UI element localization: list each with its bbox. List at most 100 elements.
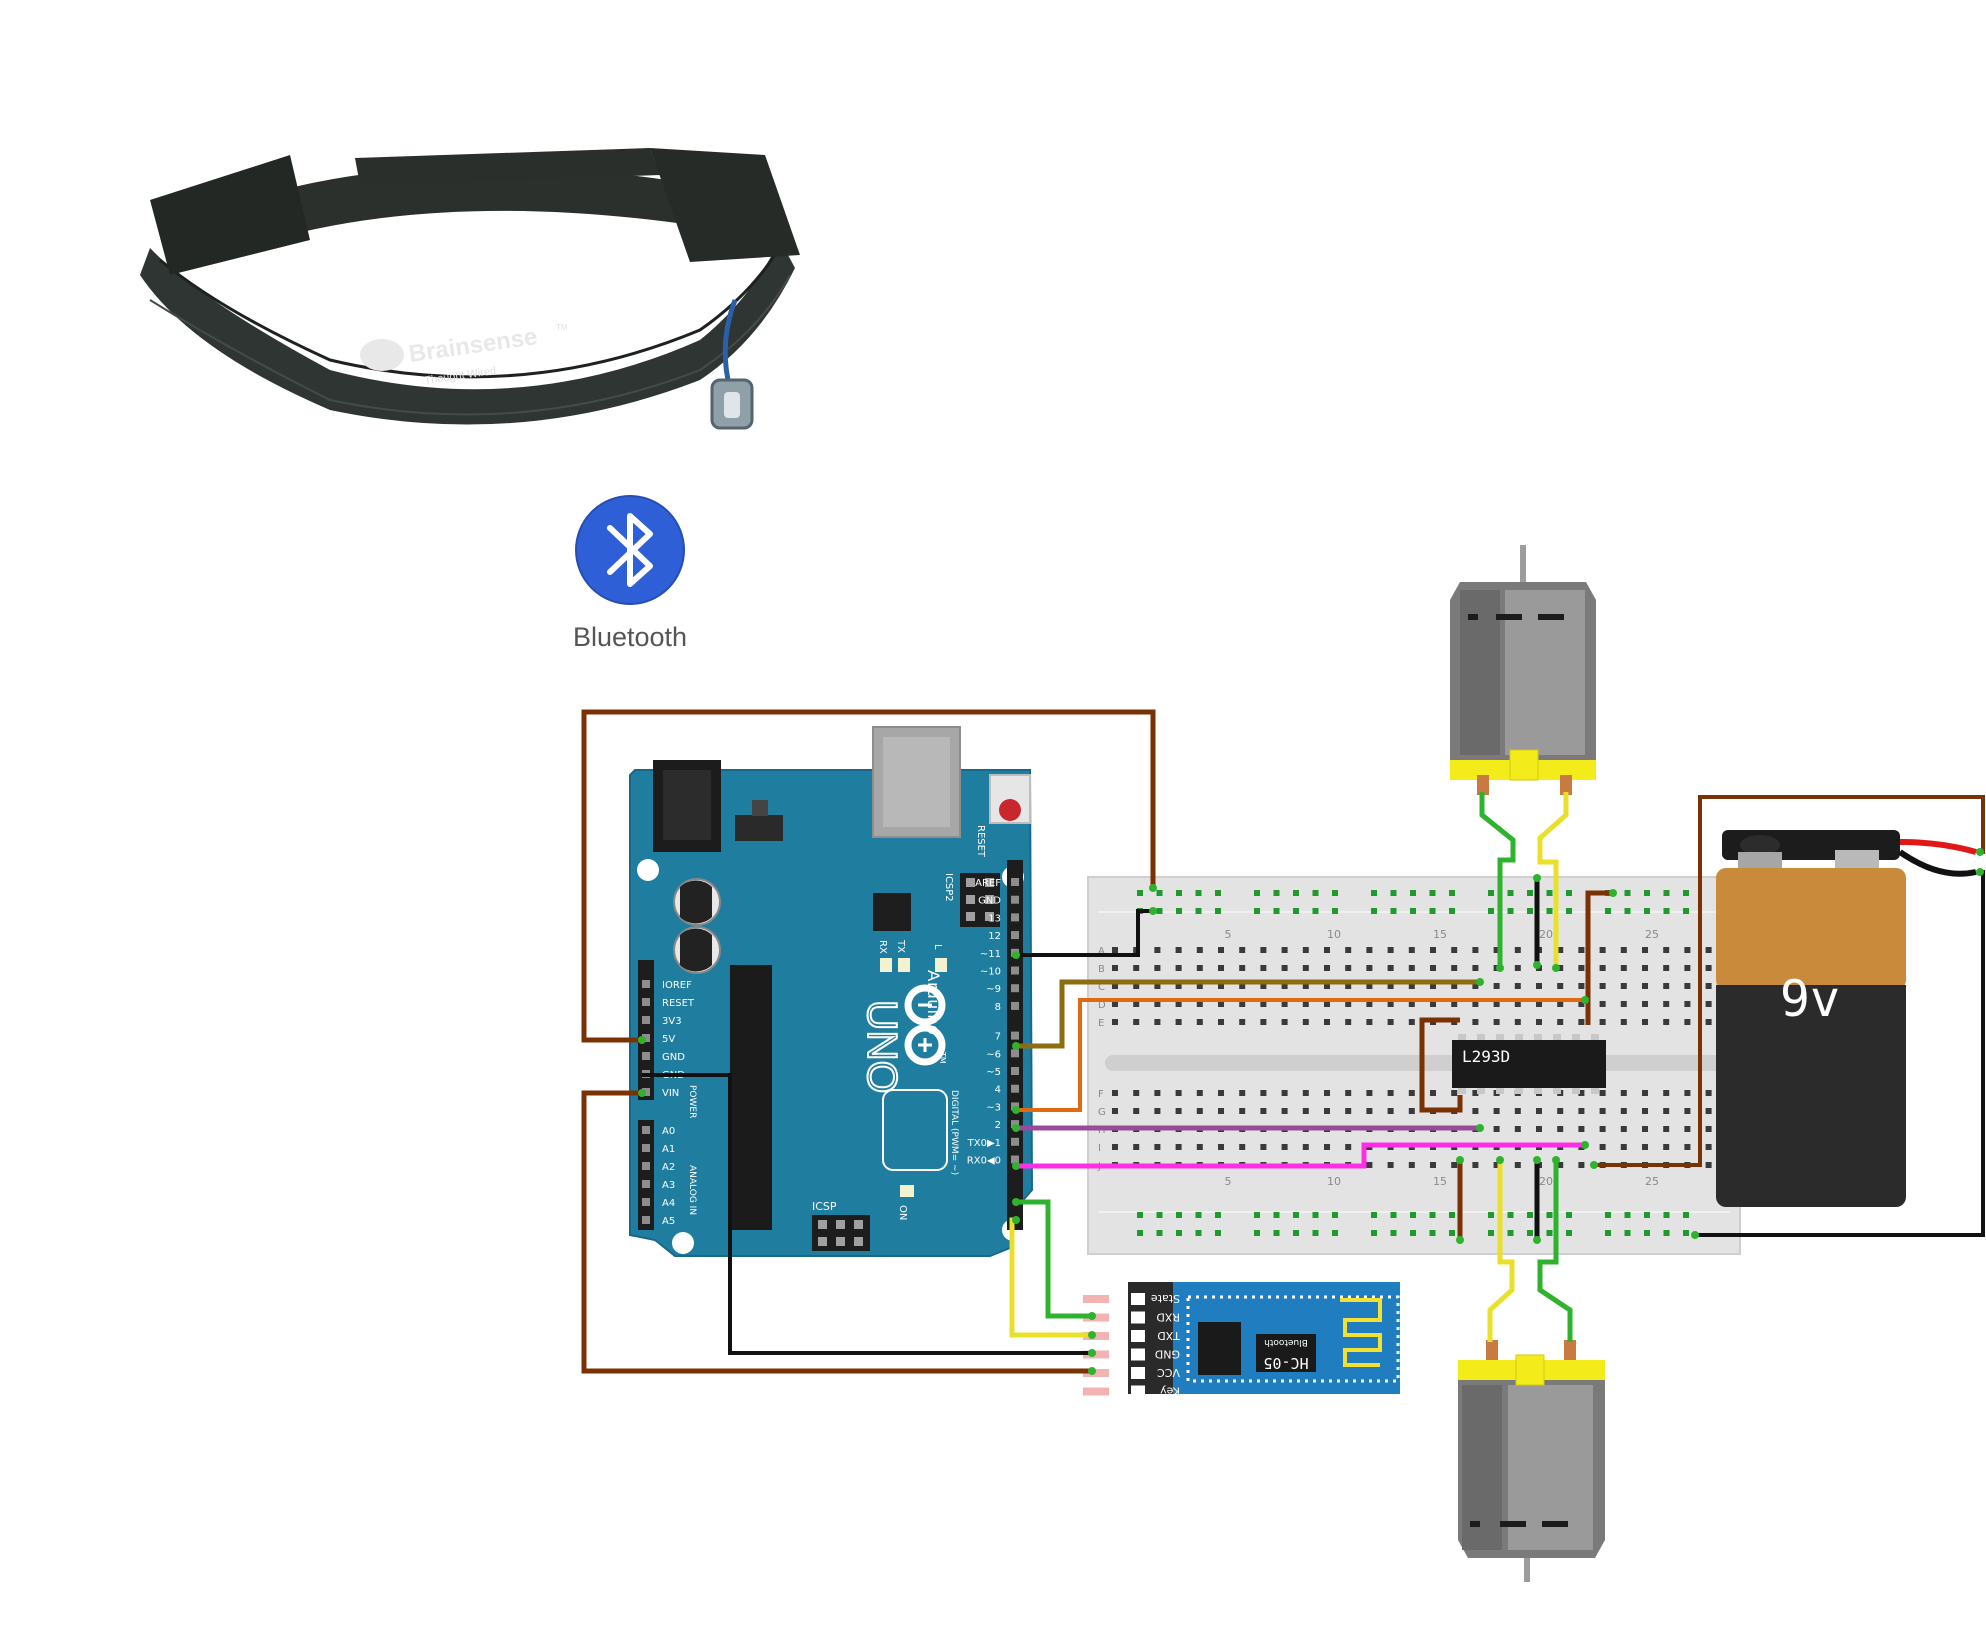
breadboard-hole [1599, 1144, 1606, 1150]
wire-endpoints [638, 848, 1984, 1375]
breadboard-rail-hole [1410, 890, 1416, 896]
breadboard-rail-hole [1137, 890, 1143, 896]
breadboard-hole [1239, 1108, 1246, 1114]
breadboard-rail-hole [1254, 890, 1260, 896]
breadboard-hole [1387, 1090, 1394, 1096]
breadboard-rail-hole [1332, 1230, 1338, 1236]
breadboard-hole [1260, 1144, 1267, 1150]
breadboard-hole [1472, 1162, 1479, 1168]
breadboard-hole [1133, 1090, 1140, 1096]
breadboard-rail-hole [1293, 1230, 1299, 1236]
wire-5v [581, 709, 1156, 1043]
wire-endpoint [1496, 1156, 1504, 1164]
breadboard-hole [1302, 965, 1309, 971]
breadboard-rail-hole [1371, 1212, 1377, 1218]
breadboard-hole [1599, 1126, 1606, 1132]
breadboard-hole [1514, 965, 1521, 971]
breadboard-rail-hole [1254, 1230, 1260, 1236]
breadboard-hole [1557, 1019, 1564, 1025]
breadboard-hole [1620, 1019, 1627, 1025]
breadboard-hole [1154, 1108, 1161, 1114]
digital-pin-label: ~11 [980, 949, 1001, 960]
hc05-label: HC-05 [1263, 1354, 1308, 1372]
hc05-sublabel: Bluetooth [1264, 1337, 1308, 1347]
breadboard-hole [1599, 983, 1606, 989]
breadboard-hole [1175, 1090, 1182, 1096]
breadboard-rail-hole [1390, 1212, 1397, 1218]
breadboard-hole [1705, 1162, 1712, 1168]
hc05-pin [1131, 1348, 1145, 1361]
breadboard-hole [1154, 965, 1161, 971]
breadboard-hole [1175, 1144, 1182, 1150]
breadboard-rail-hole [1410, 1230, 1416, 1236]
breadboard-column-number: 15 [1433, 1175, 1447, 1188]
breadboard-hole [1133, 1108, 1140, 1114]
breadboard-hole [1112, 1108, 1118, 1114]
breadboard-hole [1302, 1090, 1309, 1096]
breadboard-row-letter: B [1098, 964, 1105, 975]
wire-vin-vcc [581, 1090, 1092, 1374]
hc05-pin [1131, 1385, 1145, 1398]
breadboard-rail-hole [1254, 1212, 1260, 1218]
breadboard-rail-hole [1663, 1230, 1670, 1236]
breadboard-hole [1239, 1144, 1246, 1150]
breadboard-hole [1642, 1001, 1648, 1007]
breadboard-hole [1175, 983, 1182, 989]
power-pin-label: IOREF [662, 980, 692, 991]
digital-pin-label: AREF [975, 878, 1001, 889]
breadboard-rail-hole [1371, 908, 1377, 914]
breadboard-hole [1387, 947, 1394, 953]
breadboard-hole [1430, 947, 1436, 953]
breadboard-hole [1578, 1001, 1585, 1007]
breadboard-rail-hole [1566, 890, 1572, 896]
digital-pin-label: ~6 [986, 1049, 1001, 1060]
breadboard-rail-hole [1371, 1230, 1377, 1236]
breadboard-hole [1472, 965, 1479, 971]
breadboard-hole [1451, 1090, 1458, 1096]
breadboard-column-number: 15 [1433, 928, 1447, 941]
breadboard-rail-hole [1507, 908, 1514, 914]
breadboard-hole [1302, 983, 1309, 989]
breadboard-hole [1493, 1108, 1500, 1114]
hc05-pin-lead [1083, 1350, 1109, 1359]
breadboard-row-letter: A [1098, 946, 1105, 957]
hc05-pin [1131, 1311, 1145, 1324]
breadboard-hole [1281, 1001, 1288, 1007]
headband-brand-text: Brainsense [407, 323, 539, 368]
wire-endpoint [1691, 1231, 1699, 1239]
breadboard-rail-hole [1546, 1212, 1553, 1218]
breadboard-hole [1620, 965, 1627, 971]
breadboard-hole [1345, 1144, 1352, 1150]
digital-pin-label: 8 [995, 1002, 1001, 1013]
breadboard-rail-hole [1566, 1230, 1572, 1236]
digital-pin [1011, 1120, 1019, 1129]
breadboard-rail-hole [1195, 890, 1202, 896]
breadboard-hole [1366, 1019, 1373, 1025]
breadboard-hole [1218, 1001, 1224, 1007]
breadboard-hole [1430, 983, 1436, 989]
breadboard-rail-hole [1312, 908, 1319, 914]
breadboard-hole [1112, 1001, 1118, 1007]
breadboard-rail-hole [1683, 1212, 1689, 1218]
breadboard-hole [1642, 1126, 1648, 1132]
wire-pin9 [1016, 979, 1480, 1049]
breadboard-rail-hole [1332, 908, 1338, 914]
breadboard-hole [1451, 983, 1458, 989]
breadboard-rail-hole [1624, 1230, 1631, 1236]
power-pin [642, 1034, 650, 1042]
wire-endpoint [1590, 1161, 1598, 1169]
wire-endpoint [1456, 1236, 1464, 1244]
breadboard-rail-hole [1624, 890, 1631, 896]
breadboard-hole [1578, 1126, 1585, 1132]
breadboard-hole [1281, 1108, 1288, 1114]
wire-pin6 [1016, 998, 1585, 1112]
breadboard-rail-hole [1663, 1212, 1670, 1218]
breadboard-rail-hole [1273, 908, 1280, 914]
breadboard-hole [1451, 947, 1458, 953]
breadboard-hole [1578, 1108, 1585, 1114]
breadboard-rail-hole [1429, 1230, 1436, 1236]
breadboard-column-number: 10 [1327, 1175, 1341, 1188]
